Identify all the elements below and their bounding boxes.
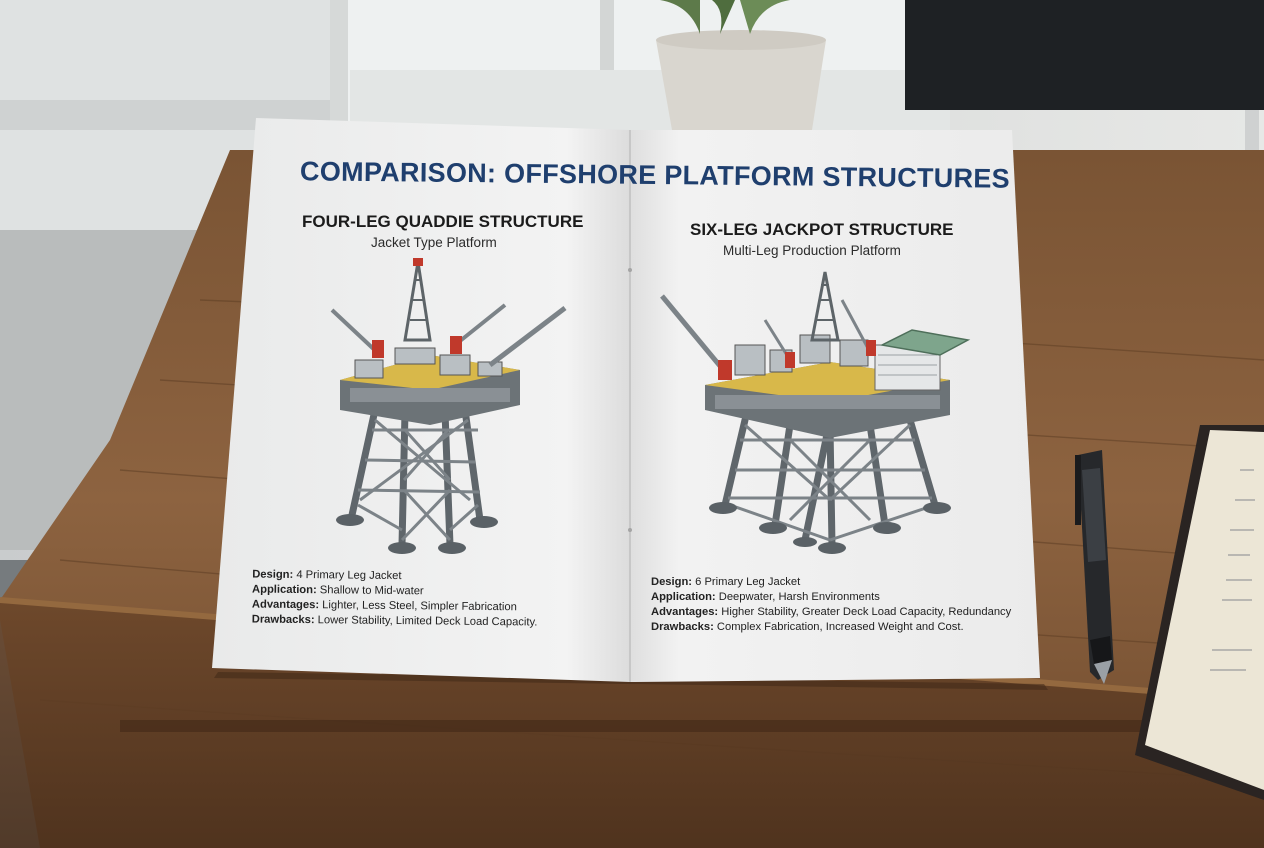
spec-row: Drawbacks: Complex Fabrication, Increase… <box>651 621 964 633</box>
left-heading: FOUR-LEG QUADDIE STRUCTURE <box>302 212 584 231</box>
spec-row: Drawbacks: Lower Stability, Limited Deck… <box>251 613 538 629</box>
right-heading: SIX-LEG JACKPOT STRUCTURE <box>690 220 954 239</box>
spec-row: Advantages: Higher Stability, Greater De… <box>651 606 1012 618</box>
left-subheading: Jacket Type Platform <box>371 235 497 250</box>
pen <box>1075 450 1114 684</box>
right-specs: Design: 6 Primary Leg Jacket Application… <box>651 575 1011 635</box>
plant-pot <box>656 0 826 130</box>
six-leg-platform-illustration <box>660 271 971 554</box>
left-specs: Design: 4 Primary Leg Jacket Application… <box>252 568 538 631</box>
right-subheading: Multi-Leg Production Platform <box>723 243 901 258</box>
spec-row: Design: 6 Primary Leg Jacket <box>651 576 801 588</box>
notebook <box>1135 425 1264 800</box>
four-leg-platform-illustration <box>330 258 567 554</box>
spec-row: Application: Deepwater, Harsh Environmen… <box>651 591 880 603</box>
